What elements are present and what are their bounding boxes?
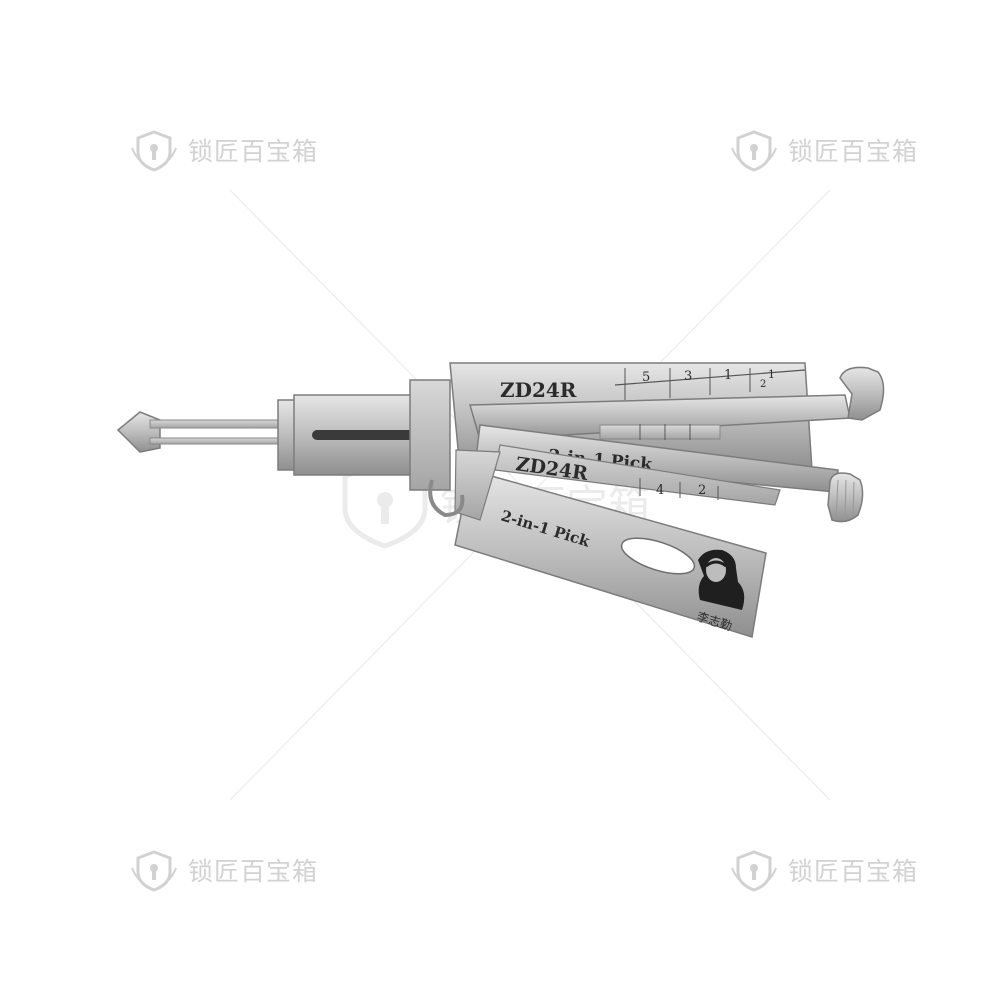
- lock-shield-icon: [131, 850, 177, 892]
- portrait-stamp: [698, 549, 745, 610]
- watermark-text: 锁匠百宝箱: [788, 857, 919, 886]
- lock-shield-icon: [342, 459, 428, 549]
- upper-lever: [469, 366, 885, 441]
- watermark-top-left: 锁匠百宝箱: [130, 128, 318, 172]
- lower-blade: ZD24R 4 2: [494, 444, 781, 506]
- lock-shield-icon: [731, 850, 777, 892]
- tool-shaft: [277, 379, 451, 491]
- watermark-text: 锁匠百宝箱: [188, 137, 319, 166]
- watermark-text: 锁匠百宝箱: [188, 857, 319, 886]
- upper-scale-mark: 2: [760, 379, 766, 390]
- upper-scale-mark: 1: [724, 368, 732, 383]
- lower-handle: 2-in-1 Pick 李志勤: [454, 449, 767, 638]
- lower-scale-mark: 2: [698, 483, 706, 498]
- upper-blade-model: ZD24R: [500, 378, 577, 402]
- handle-hole: [620, 537, 696, 575]
- key-ring: [428, 479, 465, 518]
- upper-scale-mark: 3: [684, 369, 692, 384]
- pick-tip: [116, 411, 281, 453]
- upper-scale-mark: 1: [768, 368, 775, 381]
- watermark-text: 锁匠百宝箱: [788, 137, 919, 166]
- watermark-bottom-right: 锁匠百宝箱: [730, 848, 918, 892]
- lower-scale-mark: 4: [656, 483, 664, 498]
- upper-scale-mark: 5: [642, 370, 650, 385]
- lock-shield-icon: [731, 130, 777, 172]
- watermark-bottom-left: 锁匠百宝箱: [130, 848, 318, 892]
- lock-shield-icon: [131, 130, 177, 172]
- watermark-top-right: 锁匠百宝箱: [730, 128, 918, 172]
